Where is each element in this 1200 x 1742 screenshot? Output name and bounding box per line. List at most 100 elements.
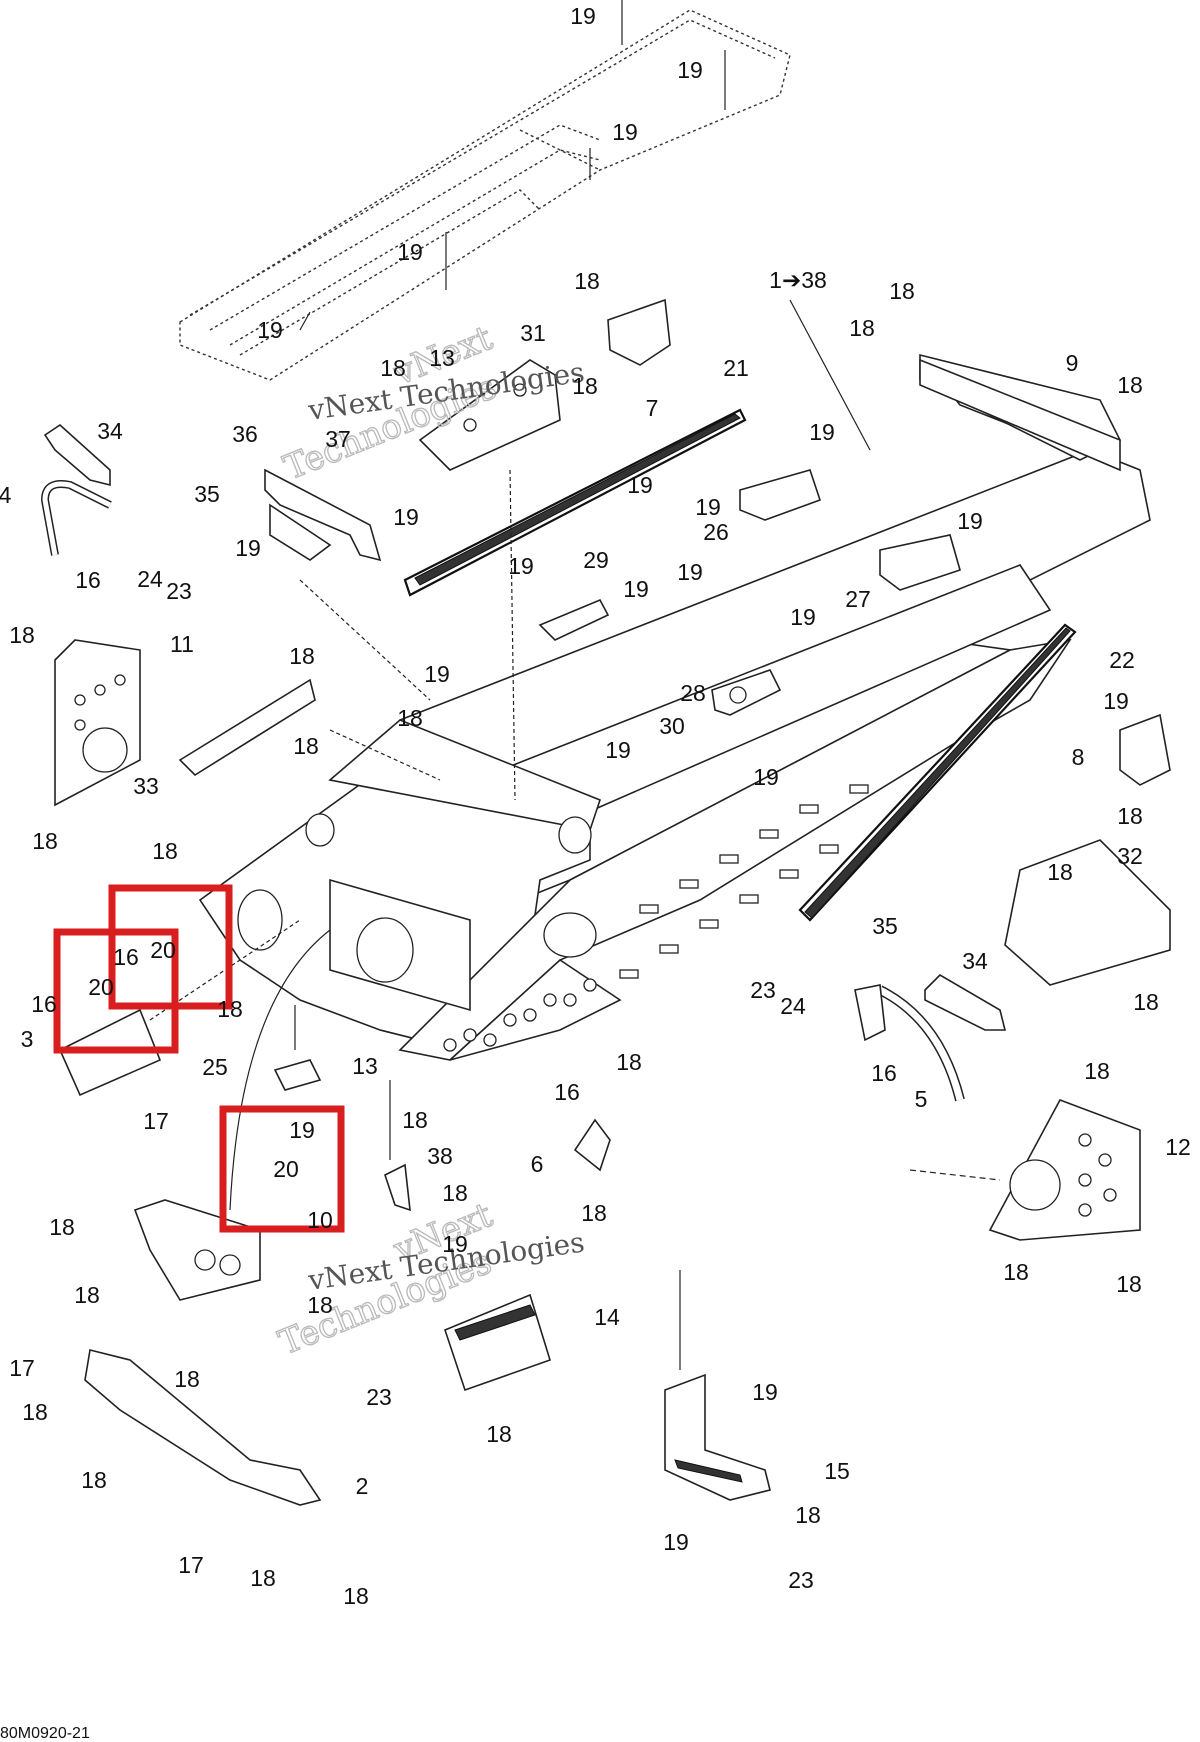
- callout-8: 8: [1072, 744, 1085, 770]
- callout-18-x: 18: [1116, 1271, 1142, 1297]
- bracket-29: [538, 598, 610, 641]
- callout-19-u: 19: [442, 1231, 468, 1257]
- callout-38: 38: [427, 1143, 453, 1169]
- callout-19-j: 19: [393, 504, 419, 530]
- drawing-code: 80M0920-21: [0, 1725, 90, 1742]
- handle-4: [40, 480, 112, 556]
- bracket-8: [1119, 713, 1171, 786]
- handle-5: [877, 985, 965, 1102]
- bracket-26: [739, 469, 822, 521]
- callout-18-w: 18: [1003, 1259, 1029, 1285]
- callout-18-r: 18: [1084, 1058, 1110, 1084]
- callout-19-t: 19: [289, 1117, 315, 1143]
- highlight-box-3: [219, 1105, 345, 1233]
- callout-18-ae: 18: [795, 1502, 821, 1528]
- brace-33: [178, 678, 316, 777]
- bracket-35-assembly: [854, 984, 886, 1042]
- callout-4: 4: [0, 482, 12, 508]
- callout-20-b: 20: [88, 974, 114, 1000]
- callout-35-a: 35: [194, 481, 220, 507]
- bracket-36: [264, 468, 382, 562]
- callout-19-r: 19: [605, 737, 631, 763]
- callout-19-w: 19: [663, 1529, 689, 1555]
- plate-32: [1004, 839, 1171, 986]
- bracket-30: [711, 669, 782, 716]
- bracket-38: [384, 1163, 411, 1212]
- callout-6: 6: [531, 1151, 544, 1177]
- callout-30: 30: [659, 713, 685, 739]
- highlight-box-2: [53, 928, 179, 1054]
- callout-33: 33: [133, 773, 159, 799]
- callout-18-l: 18: [32, 828, 58, 854]
- callout-37: 37: [325, 426, 351, 452]
- callout-24-a: 24: [137, 566, 163, 592]
- callout-27: 27: [845, 586, 871, 612]
- callout-10: 10: [307, 1207, 333, 1233]
- callout-19-q: 19: [1103, 688, 1129, 714]
- callout-18-h: 18: [289, 643, 315, 669]
- bracket-9: [919, 358, 1121, 472]
- support-10: [133, 1199, 261, 1301]
- callout-18-g: 18: [9, 622, 35, 648]
- callout-13-a: 13: [429, 345, 455, 371]
- callout-5: 5: [915, 1086, 928, 1112]
- callout-19-d: 19: [397, 239, 423, 265]
- callout-19-v: 19: [752, 1379, 778, 1405]
- bracket-14: [444, 1293, 551, 1392]
- callout-26: 26: [703, 519, 729, 545]
- callout-3: 3: [21, 1026, 34, 1052]
- callout-18-j: 18: [293, 733, 319, 759]
- callout-28: 28: [680, 680, 706, 706]
- footrest-holes: [443, 978, 597, 1052]
- callout-9: 9: [1066, 350, 1079, 376]
- callout-18-m: 18: [152, 838, 178, 864]
- rail-22: [798, 623, 1077, 922]
- callout-18-u: 18: [581, 1200, 607, 1226]
- callout-32: 32: [1117, 843, 1143, 869]
- rail-21: [403, 408, 747, 597]
- brace-31: [418, 359, 561, 471]
- callout-18-d: 18: [380, 355, 406, 381]
- callout-16-e: 16: [554, 1079, 580, 1105]
- callout-18-f: 18: [1117, 372, 1143, 398]
- bracket-13: [273, 1059, 322, 1091]
- callout-17-c: 17: [178, 1552, 204, 1578]
- callout-18-i: 18: [397, 705, 423, 731]
- callout-12: 12: [1165, 1134, 1191, 1160]
- callout-19-i: 19: [957, 508, 983, 534]
- callout-36: 36: [232, 421, 258, 447]
- callout-20-a: 20: [150, 937, 176, 963]
- tunnel-slots: [619, 784, 869, 979]
- callout-19-g: 19: [627, 472, 653, 498]
- callout-18-a: 18: [574, 268, 600, 294]
- callout-34-a: 34: [97, 418, 123, 444]
- callout-18-ab: 18: [22, 1399, 48, 1425]
- callout-19-n: 19: [677, 559, 703, 585]
- tunnel-cover-panel: [179, 0, 791, 381]
- callout-16-b: 16: [113, 944, 139, 970]
- callout-15: 15: [824, 1458, 850, 1484]
- callout-25: 25: [202, 1054, 228, 1080]
- callout-18-y: 18: [74, 1282, 100, 1308]
- callout-16-a: 16: [75, 567, 101, 593]
- callout-23-c: 23: [366, 1384, 392, 1410]
- handle-34-right: [924, 973, 1007, 1031]
- callout-18-aa: 18: [174, 1366, 200, 1392]
- bracket-6: [573, 1118, 611, 1172]
- callout-2: 2: [356, 1473, 369, 1499]
- callout-17-b: 17: [9, 1355, 35, 1381]
- callout-19-l: 19: [508, 553, 534, 579]
- callout-16-d: 16: [871, 1060, 897, 1086]
- callout-19-p: 19: [424, 661, 450, 687]
- bracket-7: [607, 298, 671, 366]
- plate-11: [54, 639, 141, 807]
- highlight-boxes: [53, 884, 345, 1233]
- callout-19-c: 19: [612, 119, 638, 145]
- callout-18-k: 18: [1117, 803, 1143, 829]
- callout-35-b: 35: [872, 913, 898, 939]
- callout-18-n: 18: [1047, 859, 1073, 885]
- callout-18-e: 18: [572, 373, 598, 399]
- highlight-box-1: [108, 884, 233, 1010]
